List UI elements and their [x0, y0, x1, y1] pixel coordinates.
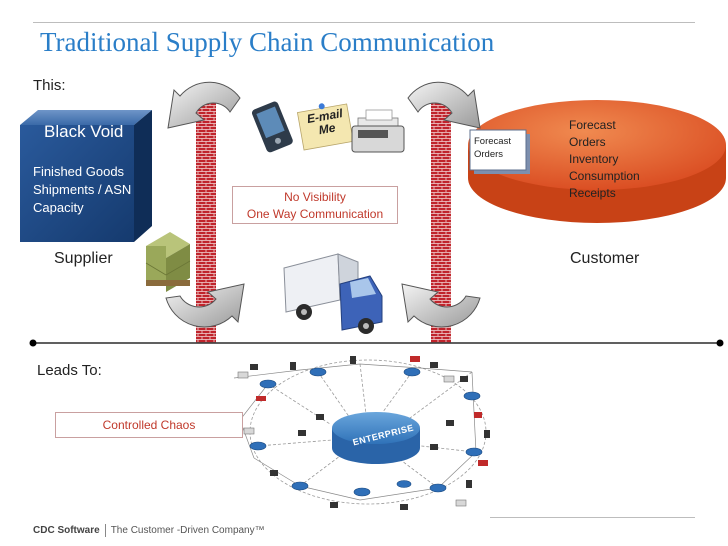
customer-data-item: Inventory: [569, 152, 619, 166]
card-line: Forecast: [474, 136, 511, 147]
black-void-cube: [20, 110, 152, 242]
section-this-label: This:: [33, 77, 66, 94]
curved-arrow-top-right-icon: [407, 81, 481, 129]
network-diagram: [233, 356, 490, 510]
customer-label: Customer: [570, 250, 640, 267]
customer-data-list: Forecast Orders Inventory Consumption Re…: [569, 117, 640, 202]
supplier-label: Supplier: [54, 250, 113, 267]
customer-data-item: Orders: [569, 135, 606, 149]
customer-data-item: Receipts: [569, 186, 616, 200]
delivery-truck-icon: [283, 253, 383, 334]
top-rule: [33, 22, 695, 23]
brick-wall-left: [196, 103, 216, 343]
customer-disc: [468, 100, 726, 223]
phone-icon: [251, 101, 293, 153]
supplier-data-item: Shipments / ASN: [33, 182, 132, 197]
section-leads-to-label: Leads To:: [37, 362, 102, 379]
pallet-boxes-icon: [145, 232, 191, 292]
brick-wall-right: [431, 103, 451, 343]
callout-line: One Way Communication: [246, 207, 384, 221]
customer-data-item: Consumption: [569, 169, 640, 183]
fax-machine-icon: [351, 109, 405, 153]
curved-arrow-top-left-icon: [167, 81, 241, 129]
supplier-data-item: Finished Goods: [33, 164, 125, 179]
no-visibility-callout: No Visibility One Way Communication: [232, 186, 398, 224]
curved-arrow-bottom-right-icon: [401, 283, 481, 328]
card-line: Orders: [474, 149, 504, 160]
customer-data-item: Forecast: [569, 118, 616, 132]
curved-arrow-bottom-left-icon: [165, 283, 245, 328]
controlled-chaos-callout: Controlled Chaos: [55, 412, 243, 438]
supplier-data-item: Capacity: [33, 200, 84, 215]
email-note-icon: [296, 103, 354, 151]
footer-rule: [490, 517, 695, 518]
callout-line: No Visibility: [284, 190, 346, 204]
supplier-data-list: Finished Goods Shipments / ASN Capacity: [33, 163, 131, 217]
page-title: Traditional Supply Chain Communication: [40, 27, 495, 57]
footer-separator: [104, 524, 106, 537]
footer-tagline: The Customer -Driven Company™: [110, 525, 265, 537]
forecast-orders-card: [469, 129, 530, 174]
footer-brand: CDC Software: [33, 525, 100, 537]
forecast-orders-card-text: Forecast Orders: [474, 135, 511, 161]
black-void-title: Black Void: [44, 122, 124, 141]
footer: CDC Software The Customer -Driven Company…: [33, 524, 265, 537]
